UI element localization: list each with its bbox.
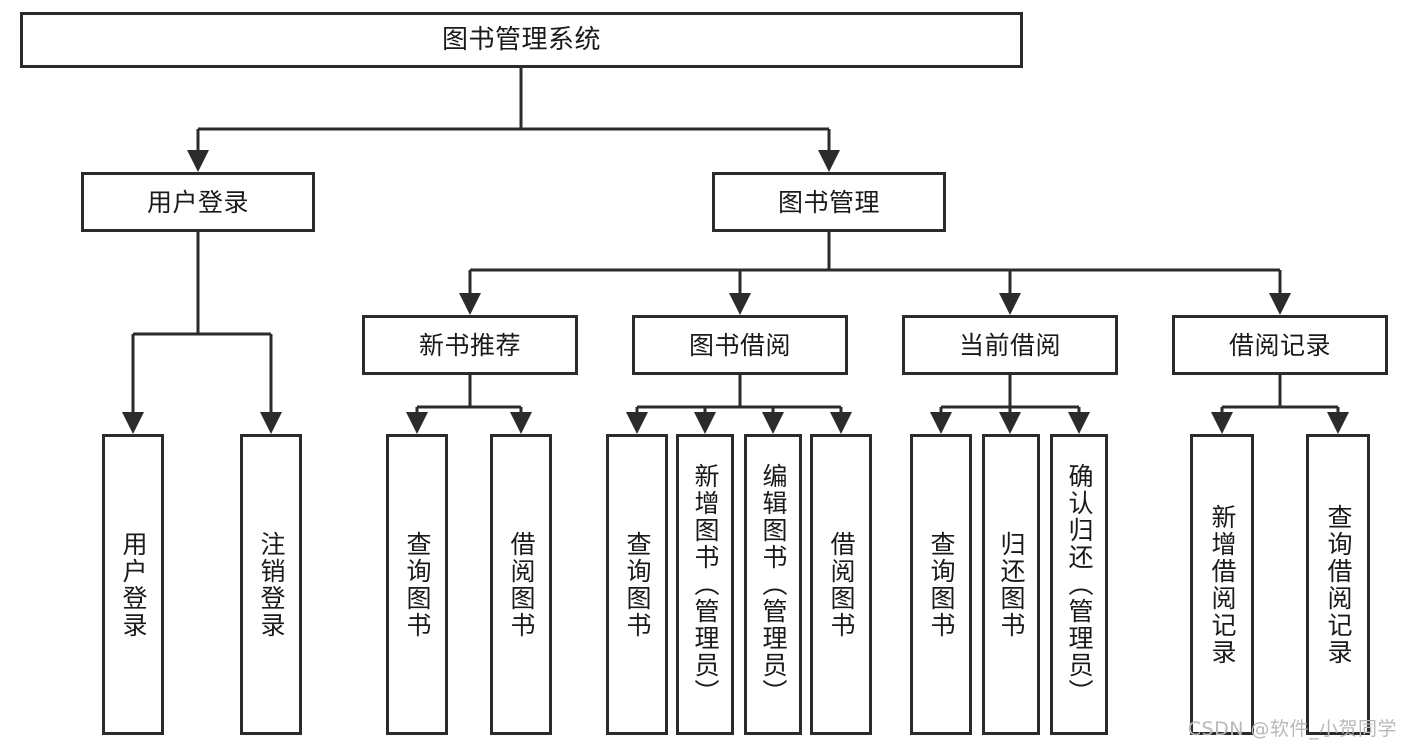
node-book-management[interactable]: 图书管理 <box>712 172 946 232</box>
node-label: 确认归还（管理员） <box>1065 463 1094 706</box>
node-label: 新增图书（管理员） <box>691 463 720 706</box>
node-label: 图书借阅 <box>688 330 791 360</box>
leaf-current-borrow-confirm-return[interactable]: 确认归还（管理员） <box>1050 434 1108 735</box>
node-user-login[interactable]: 用户登录 <box>81 172 315 232</box>
node-label: 编辑图书（管理员） <box>759 463 788 706</box>
node-label: 图书管理系统 <box>441 25 601 55</box>
node-new-book-recommend[interactable]: 新书推荐 <box>362 315 578 375</box>
leaf-user-login-login[interactable]: 用户登录 <box>102 434 164 735</box>
leaf-current-borrow-query[interactable]: 查询图书 <box>910 434 972 735</box>
leaf-borrow-record-query[interactable]: 查询借阅记录 <box>1306 434 1370 735</box>
node-label: 借阅图书 <box>827 530 856 639</box>
node-label: 查询图书 <box>623 530 652 639</box>
leaf-book-borrow-borrow[interactable]: 借阅图书 <box>810 434 872 735</box>
leaf-user-login-logout[interactable]: 注销登录 <box>240 434 302 735</box>
node-label: 借阅图书 <box>507 530 536 639</box>
node-label: 新增借阅记录 <box>1208 503 1237 666</box>
node-label: 用户登录 <box>146 187 249 217</box>
node-label: 用户登录 <box>119 530 148 639</box>
watermark-text: CSDN @软件_小贺同学 <box>1187 718 1397 740</box>
leaf-book-borrow-edit[interactable]: 编辑图书（管理员） <box>744 434 802 735</box>
leaf-borrow-record-add[interactable]: 新增借阅记录 <box>1190 434 1254 735</box>
node-label: 归还图书 <box>997 530 1026 639</box>
leaf-new-book-borrow[interactable]: 借阅图书 <box>490 434 552 735</box>
node-root-system[interactable]: 图书管理系统 <box>20 12 1023 68</box>
node-label: 图书管理 <box>777 187 880 217</box>
leaf-new-book-query[interactable]: 查询图书 <box>386 434 448 735</box>
node-label: 新书推荐 <box>418 330 521 360</box>
leaf-book-borrow-query[interactable]: 查询图书 <box>606 434 668 735</box>
node-label: 查询借阅记录 <box>1324 503 1353 666</box>
node-current-borrow[interactable]: 当前借阅 <box>902 315 1118 375</box>
leaf-book-borrow-add[interactable]: 新增图书（管理员） <box>676 434 734 735</box>
node-label: 注销登录 <box>257 530 286 639</box>
node-label: 查询图书 <box>403 530 432 639</box>
leaf-current-borrow-return[interactable]: 归还图书 <box>982 434 1040 735</box>
node-label: 查询图书 <box>927 530 956 639</box>
node-book-borrow[interactable]: 图书借阅 <box>632 315 848 375</box>
node-label: 借阅记录 <box>1228 330 1331 360</box>
node-borrow-record[interactable]: 借阅记录 <box>1172 315 1388 375</box>
node-label: 当前借阅 <box>958 330 1061 360</box>
